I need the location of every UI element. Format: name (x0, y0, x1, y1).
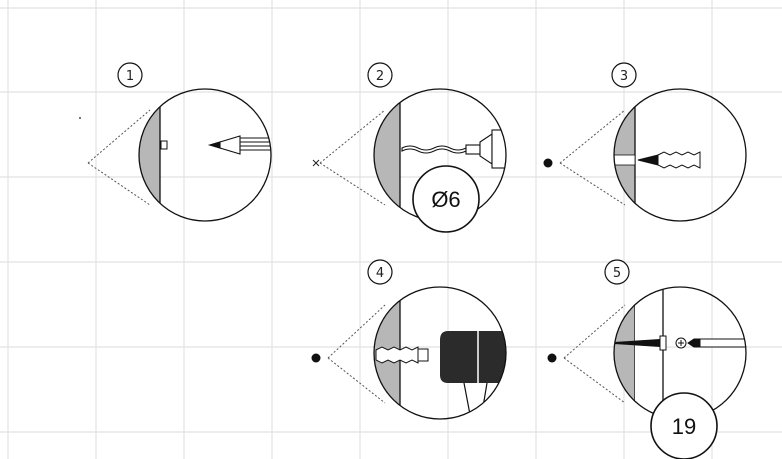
drill-icon (401, 129, 506, 169)
drill-size-label: Ø6 (431, 187, 460, 212)
zoom-callout-lines (559, 109, 626, 206)
mark-dot-icon (543, 158, 553, 168)
step-1: 1 (79, 62, 272, 222)
pencil-mark (160, 140, 168, 150)
cross-mark-icon (312, 159, 320, 167)
wall-plug-icon (637, 151, 701, 169)
hammer-icon (440, 331, 506, 419)
drill-size-badge: Ø6 (412, 165, 480, 233)
step-number-badge: 4 (367, 259, 393, 285)
zoom-callout-lines (87, 109, 151, 206)
zoom-callout-lines (319, 109, 386, 206)
zoom-callout-lines (327, 304, 386, 404)
zoom-circle (373, 286, 507, 420)
step-4: 4 (311, 259, 507, 420)
screw-length-label: 19 (672, 414, 696, 439)
zoom-circle (138, 88, 272, 222)
step-number: 1 (126, 69, 134, 84)
drilled-hole (614, 154, 636, 166)
step-number-badge: 5 (604, 259, 630, 285)
step-number-badge: 3 (611, 62, 637, 88)
wall-plug-icon (375, 346, 429, 364)
mark-dot-icon (547, 353, 557, 363)
zoom-circle (613, 88, 747, 222)
step-2: 2 Ø6 (312, 62, 507, 233)
step-5: 5 19 (547, 259, 747, 459)
mark-dot-icon (311, 353, 321, 363)
step-number: 3 (620, 69, 628, 84)
screw-icon (614, 335, 667, 351)
step-number: 2 (376, 69, 384, 84)
step-number-badge: 2 (367, 62, 393, 88)
mounted-bracket (635, 287, 663, 419)
pencil-icon (208, 135, 271, 155)
mark-dot-icon (79, 117, 81, 119)
screwdriver-icon (675, 337, 746, 349)
step-number: 4 (376, 266, 384, 281)
step-number: 5 (613, 266, 621, 281)
step-number-badge: 1 (117, 62, 143, 88)
zoom-callout-lines (563, 304, 626, 404)
screw-length-badge: 19 (650, 392, 718, 459)
step-3: 3 (543, 62, 747, 222)
